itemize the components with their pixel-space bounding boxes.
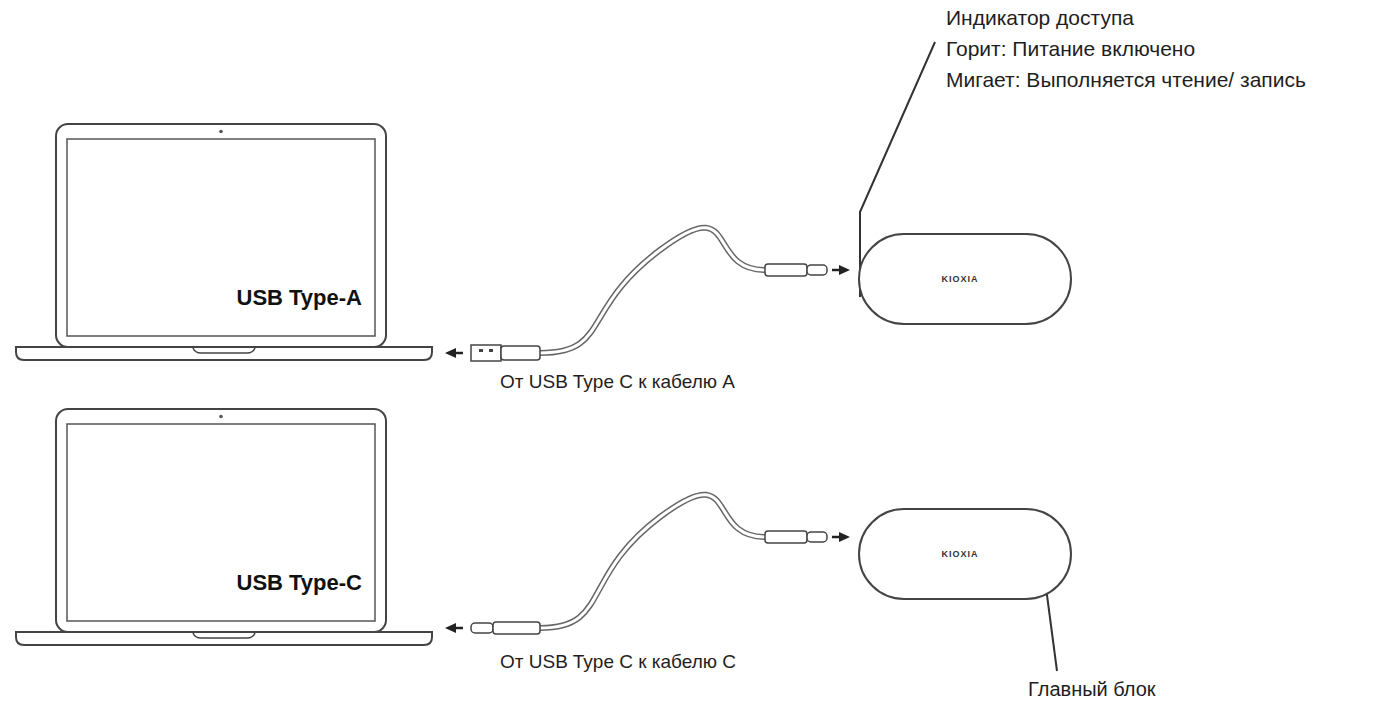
cable-outline	[540, 495, 765, 628]
brand-logo: KIOXIA	[941, 274, 978, 284]
usb-c-metal	[807, 532, 827, 542]
part-name: Главный блок	[1028, 676, 1156, 702]
arrowhead	[839, 265, 850, 275]
usb-c-metal	[807, 265, 827, 275]
usb-a-metal	[471, 345, 501, 361]
cable-label: От USB Type C к кабелю C	[500, 651, 736, 673]
cable-outline	[540, 228, 765, 353]
indicator-note: Горит: Питание включено	[946, 35, 1195, 62]
drive-unit: KIOXIA	[858, 233, 1072, 325]
usb-a-slot	[489, 349, 493, 352]
laptop-base	[16, 632, 432, 645]
plug-housing	[493, 622, 540, 634]
arrow-shaft	[832, 536, 840, 539]
indicator-note: Мигает: Выполняется чтение/ запись	[946, 66, 1358, 93]
usb-cable	[445, 495, 850, 634]
laptop-camera	[219, 130, 223, 134]
plug-housing	[765, 264, 807, 276]
laptop-base	[16, 347, 432, 360]
laptop-lid	[56, 409, 386, 632]
cable-label: От USB Type C к кабелю A	[500, 371, 735, 393]
laptop: USB Type-C	[15, 407, 433, 647]
arrow-shaft	[455, 352, 463, 355]
port-type-label: USB Type-C	[237, 570, 363, 596]
arrowhead	[445, 348, 456, 358]
usb-a-slot	[479, 349, 483, 352]
cable-core	[540, 228, 765, 353]
usb-cable	[445, 228, 850, 361]
laptop-screen	[67, 424, 375, 621]
arrowhead	[445, 623, 456, 633]
drive-unit: KIOXIA	[858, 508, 1072, 600]
laptop-notch	[193, 633, 255, 638]
laptop-outline	[15, 407, 433, 647]
plug-housing	[765, 531, 807, 543]
brand-logo: KIOXIA	[941, 549, 978, 559]
laptop-lid	[56, 124, 386, 347]
laptop-camera	[219, 415, 223, 419]
laptop-notch	[193, 348, 255, 353]
laptop-screen	[67, 139, 375, 336]
port-type-label: USB Type-A	[237, 285, 363, 311]
plug-housing	[501, 346, 540, 360]
laptop: USB Type-A	[15, 122, 433, 362]
cable-core	[540, 495, 765, 628]
arrowhead	[839, 532, 850, 542]
arrow-shaft	[832, 269, 840, 272]
indicator-note: Индикатор доступа	[946, 4, 1134, 31]
laptop-outline	[15, 122, 433, 362]
usb-c-metal	[471, 623, 493, 633]
arrow-shaft	[455, 627, 463, 630]
